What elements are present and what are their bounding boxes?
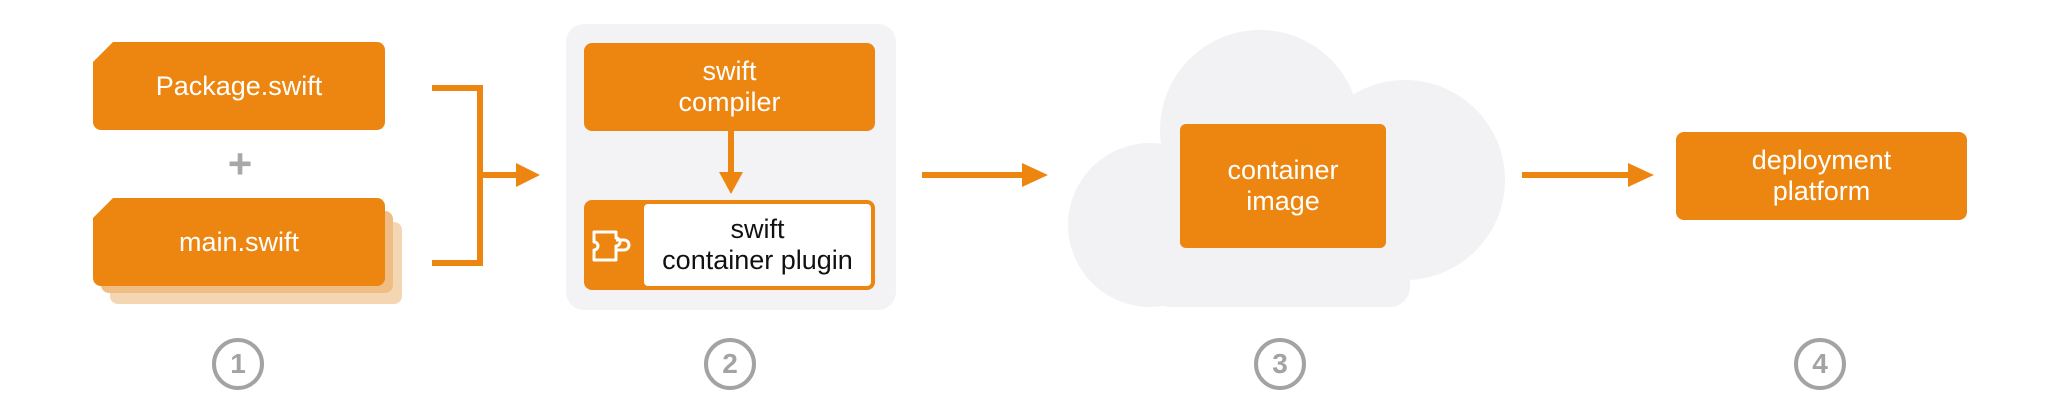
step-4-number: 4 (1794, 338, 1846, 390)
container-image-box: container image (1180, 124, 1386, 248)
package-swift-file: Package.swift (93, 42, 385, 130)
container-plugin-box: swift container plugin (584, 200, 875, 290)
compiler-to-plugin-arrowhead (719, 172, 743, 194)
puzzle-piece-icon (592, 230, 631, 262)
step-3-number: 3 (1254, 338, 1306, 390)
step-2-number: 2 (704, 338, 756, 390)
bracket-arrowhead (516, 163, 540, 187)
deployment-platform-box: deployment platform (1676, 132, 1967, 220)
plus-sign: + (227, 140, 253, 187)
main-swift-file: main.swift (93, 198, 385, 286)
bracket-connector (432, 85, 483, 266)
swift-compiler-box: swift compiler (584, 43, 875, 131)
step-1-number: 1 (212, 338, 264, 390)
image-to-deploy-arrowhead (1628, 163, 1654, 187)
container-plugin-label: swift container plugin (644, 204, 871, 286)
build-to-image-arrowhead (1022, 163, 1048, 187)
